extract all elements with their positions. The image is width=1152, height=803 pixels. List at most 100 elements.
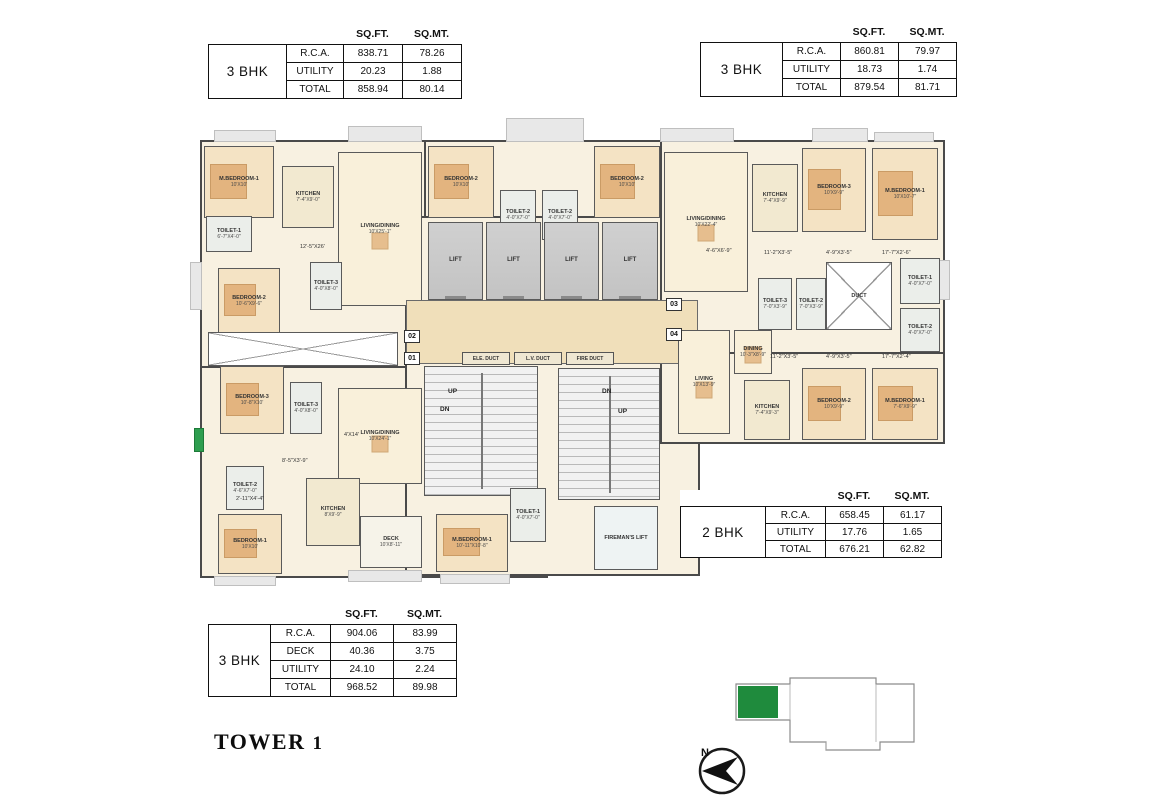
column-header-sq-mt: SQ.MT.: [894, 490, 930, 502]
room-lift: LIFT: [602, 222, 658, 300]
room-dimensions: 10'-11"X10'-8": [456, 543, 488, 550]
row-label: TOTAL: [783, 79, 841, 97]
room-dimensions: 4'-6"X7'-0": [233, 488, 257, 495]
room-dimensions: 4'-0"X7'-0": [516, 515, 540, 522]
room-label: BEDROOM-3: [235, 393, 269, 400]
room-label: KITCHEN: [762, 191, 788, 198]
value-sqft: 860.81: [841, 43, 899, 61]
value-sqmt: 89.98: [394, 679, 457, 697]
room-dimensions: 10'X13'-9": [692, 382, 716, 389]
room-dimensions: 10'X9'-9": [824, 404, 844, 411]
ledge: [214, 130, 276, 142]
value-sqmt: 1.88: [403, 63, 462, 81]
room-dimensions: 8'X9'-9": [324, 512, 342, 519]
unit-type-label: 2 BHK: [681, 507, 766, 558]
room-label: LIVING: [694, 375, 714, 382]
row-label: UTILITY: [766, 524, 826, 541]
room-dimensions: 10'X10': [452, 182, 470, 189]
ledge: [874, 132, 934, 142]
room-dimensions: 10'X25'-1": [368, 229, 392, 236]
value-sqft: 24.10: [331, 661, 394, 679]
dimension-label: 17'-7"X2'-6": [882, 250, 911, 256]
dimension-label: 4'-9"X3'-5": [826, 250, 852, 256]
value-sqft: 676.21: [826, 541, 884, 558]
room-dimensions: 10'X9'-9": [824, 190, 844, 197]
ledge: [506, 118, 584, 142]
stair: [424, 366, 538, 496]
column-header-sq-mt: SQ.MT.: [406, 608, 442, 620]
room-lift: LIFT: [428, 222, 483, 300]
room-dimensions: 4'-0"X7'-0": [908, 330, 932, 337]
room-dimensions: 4'-0"X8'-0": [294, 408, 318, 415]
room-dimensions: 4'-0"X7'-0": [908, 281, 932, 288]
value-sqft: 904.06: [331, 625, 394, 643]
ledge: [660, 128, 734, 142]
table-column-headers: SQ.FT.SQ.MT.: [208, 28, 462, 41]
ledge: [440, 574, 510, 584]
room-label: TOILET-1: [216, 227, 242, 234]
bed-icon: [600, 163, 635, 199]
room-dimensions: 10'-3"X8'-9": [739, 352, 767, 359]
value-sqft: 838.71: [344, 45, 403, 63]
room-label: LIFT: [623, 257, 637, 264]
room-label: LIFT: [449, 257, 462, 264]
value-sqmt: 81.71: [899, 79, 957, 97]
table-column-headers: SQ.FT.SQ.MT.: [208, 608, 457, 621]
north-compass: [698, 747, 746, 795]
room-label: DINING: [743, 345, 763, 352]
room-label: ELE. DUCT: [472, 355, 500, 362]
room-ele-duct: ELE. DUCT: [462, 352, 510, 365]
room-label: TOILET-2: [798, 297, 824, 304]
row-label: UTILITY: [287, 63, 344, 81]
room-dimensions: 10'X10': [230, 182, 248, 189]
room-dimensions: 10'X8'-11": [379, 542, 403, 549]
value-sqft: 17.76: [826, 524, 884, 541]
corridor: [406, 300, 698, 364]
room-label: TOILET-2: [547, 208, 573, 215]
row-label: R.C.A.: [271, 625, 331, 643]
room-dimensions: 6'-7"X4'-0": [217, 234, 241, 241]
dimension-label: 8'-5"X3'-9": [282, 458, 308, 464]
room-label: M.BEDROOM-1: [219, 175, 259, 182]
room-label: DECK: [383, 535, 399, 542]
room-label: KITCHEN: [754, 403, 780, 410]
room-lift: LIFT: [486, 222, 541, 300]
value-sqmt: 3.75: [394, 643, 457, 661]
unit-type-label: 3 BHK: [701, 43, 783, 97]
dimension-label: 2'-11"X4'-4": [236, 496, 265, 502]
room-dimensions: 7'-4"X9'-3": [755, 410, 779, 417]
room-label: M.BEDROOM-1: [885, 397, 925, 404]
dimension-label: 17'-7"X2'-4": [882, 354, 911, 360]
deckx: [208, 332, 398, 366]
room-dimensions: 10'-6"X9'-6": [235, 301, 263, 308]
row-label: R.C.A.: [766, 507, 826, 524]
row-label: TOTAL: [766, 541, 826, 558]
north-arrow-icon: [702, 757, 738, 785]
room-duct: DUCT: [826, 262, 892, 330]
room-label: LIVING/DINING: [686, 215, 726, 222]
room-dimensions: 10'X24'-1": [368, 436, 392, 443]
unit-marker-02: 02: [404, 330, 420, 343]
room-label: TOILET-3: [313, 279, 339, 286]
room-label: L.V. DUCT: [526, 355, 550, 362]
bed-icon: [210, 163, 248, 199]
room-label: TOILET-3: [762, 297, 788, 304]
value-sqmt: 1.74: [899, 61, 957, 79]
keyplan-highlight-unit: [738, 686, 778, 718]
